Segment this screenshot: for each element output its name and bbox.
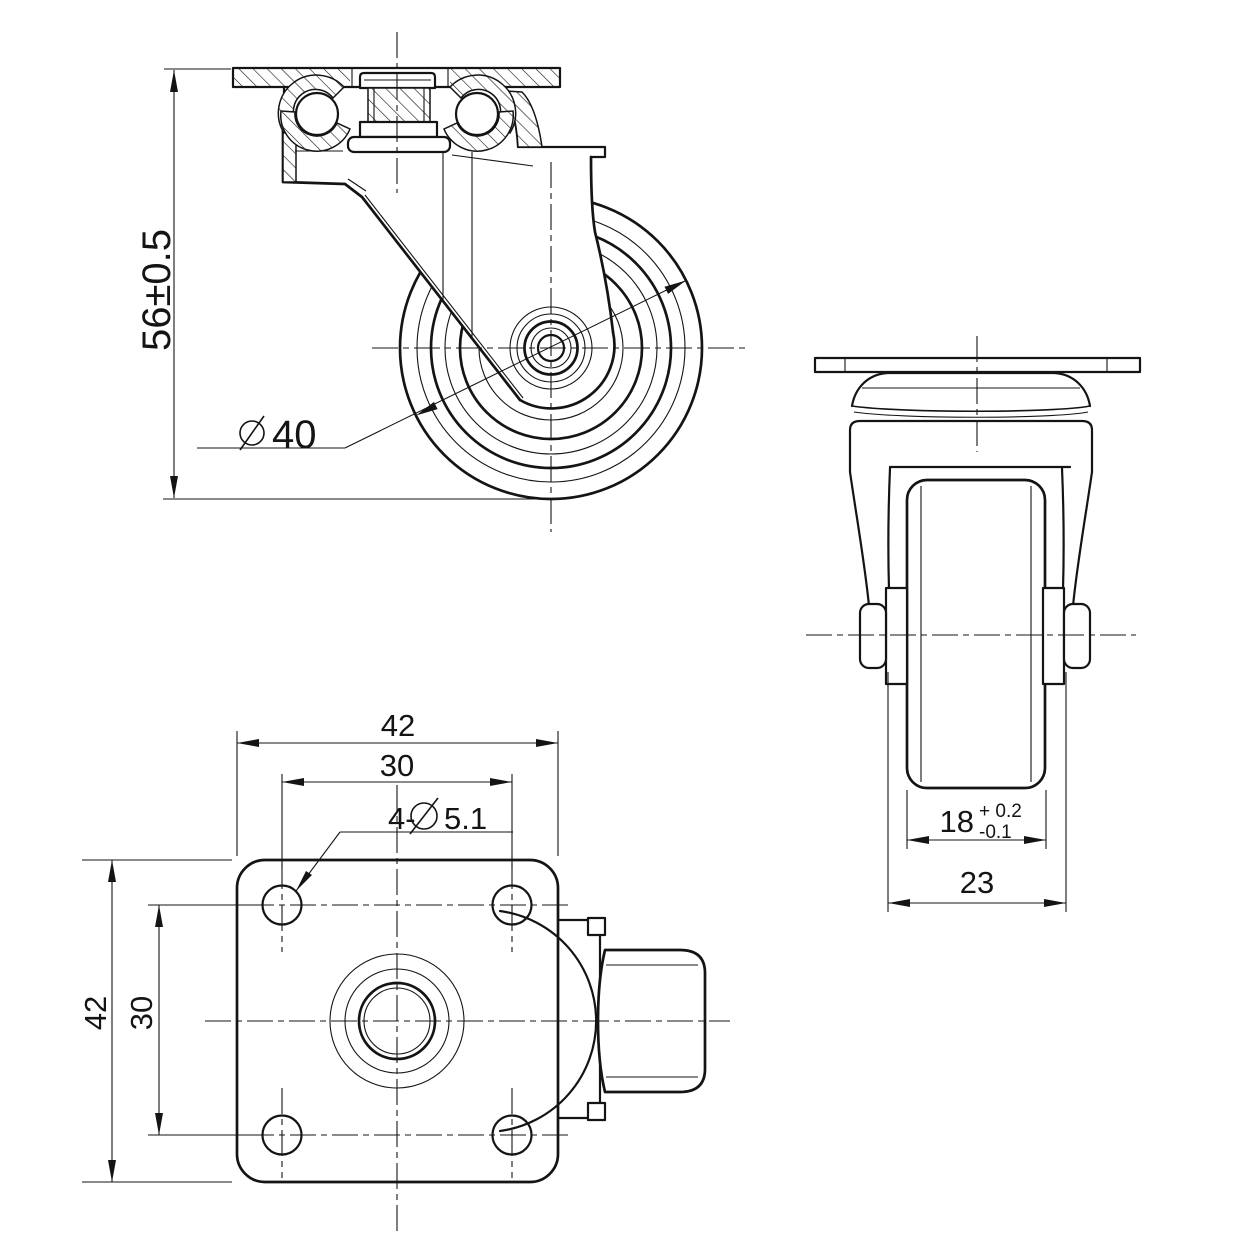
dim-wheel-width-tol-minus: -0.1	[979, 822, 1012, 843]
arrowhead-up-icon	[108, 860, 116, 882]
diameter-symbol-icon	[239, 415, 265, 451]
fork-top-edge	[516, 145, 607, 159]
arrowhead-icon	[296, 871, 312, 891]
hub-block-right	[1041, 586, 1066, 686]
kingpin-seat-pad	[346, 135, 452, 154]
left-leg-inner	[887, 466, 892, 592]
side-axle	[858, 586, 1092, 686]
kingpin-collar	[358, 120, 439, 139]
arrowhead-right-icon	[1044, 899, 1066, 907]
dim-hub-width-label: 23	[960, 865, 994, 900]
housing-band	[848, 419, 1094, 474]
arrowhead-left-icon	[888, 899, 910, 907]
dim-plate-width-label: 42	[381, 708, 415, 743]
dim-plate-length: 42	[78, 859, 232, 1183]
wheel-silhouette	[596, 948, 707, 1094]
right-leg-inner	[1060, 466, 1065, 592]
diameter-symbol-icon	[409, 797, 439, 835]
wheel-tread	[905, 478, 1047, 790]
front-view: 56±0.5 40	[135, 32, 745, 532]
fork-hub-collar	[518, 330, 616, 410]
neck-line	[851, 405, 1091, 413]
arrowhead-left-icon	[907, 836, 929, 844]
hole-callout-value: 5.1	[444, 801, 487, 836]
axle-tab	[586, 1101, 607, 1122]
side-wheel	[905, 478, 1047, 790]
arrowhead-left-icon	[282, 778, 304, 786]
axle-tab	[586, 916, 607, 937]
neck-line	[853, 411, 1089, 418]
arrowhead-left-icon	[237, 739, 259, 747]
bearing-ball-left	[294, 91, 340, 137]
dim-plate-length-label: 42	[78, 996, 113, 1030]
hub-block-left	[884, 586, 909, 686]
side-centerlines	[806, 336, 1136, 636]
fork-chamfer-line	[347, 178, 367, 192]
right-leg-outer	[1071, 470, 1094, 608]
arrowhead-up-icon	[170, 70, 178, 92]
arrowhead-right-icon	[1024, 836, 1046, 844]
arrowhead-down-icon	[155, 1113, 163, 1135]
dim-hole-spacing-width-label: 30	[380, 748, 414, 783]
arrowhead-up-icon	[155, 905, 163, 927]
dim-overall-height-label: 56±0.5	[135, 229, 179, 351]
fork-right-edge	[589, 155, 615, 334]
arrowhead-icon	[664, 280, 686, 294]
dim-hub-width: 23	[887, 672, 1067, 912]
side-swivel-housing	[848, 371, 1094, 474]
arrowhead-down-icon	[170, 476, 178, 498]
plan-centerlines	[205, 785, 730, 1235]
dim-overall-height: 56±0.5	[135, 68, 562, 500]
dim-wheel-width: 18 + 0.2 -0.1	[906, 790, 1047, 849]
plan-view: 42 30 4- 5.1	[78, 708, 730, 1235]
dim-hole-spacing-width: 30	[281, 748, 513, 868]
bearing-race-upper-right	[448, 74, 517, 135]
axle-washer-left	[858, 602, 888, 670]
dim-wheel-width-tol-plus: + 0.2	[979, 801, 1022, 822]
swivel-bearing	[277, 74, 517, 152]
kingpin	[346, 71, 452, 154]
plan-wheel	[596, 948, 707, 1094]
hole-callout: 4- 5.1	[295, 797, 513, 892]
axle-washer-right	[1062, 602, 1092, 670]
dim-plate-width: 42	[236, 708, 559, 856]
fork-bend-line	[451, 154, 534, 167]
dim-wheel-diameter-label: 40	[272, 413, 317, 457]
kingpin-shaft	[367, 87, 431, 123]
dim-line	[344, 280, 687, 449]
side-fork-legs	[848, 466, 1094, 608]
dim-wheel-diameter: 40	[197, 280, 687, 457]
dim-hole-spacing-length: 30	[124, 904, 248, 1136]
arrowhead-right-icon	[536, 739, 558, 747]
dim-wheel-width-label: 18	[940, 804, 974, 839]
dim-hole-spacing-length-label: 30	[124, 996, 159, 1030]
left-leg-outer	[848, 470, 871, 608]
arrowhead-down-icon	[108, 1160, 116, 1182]
fork-left-edge-inner	[364, 194, 524, 399]
bearing-race-upper-left	[277, 74, 346, 135]
front-fork	[281, 89, 616, 410]
arrowhead-icon	[416, 401, 438, 416]
fork-body	[283, 120, 615, 409]
arrowhead-right-icon	[490, 778, 512, 786]
side-view: 18 + 0.2 -0.1 23	[806, 336, 1142, 912]
dome-outline	[850, 371, 1092, 408]
bearing-ball-right	[454, 91, 500, 137]
